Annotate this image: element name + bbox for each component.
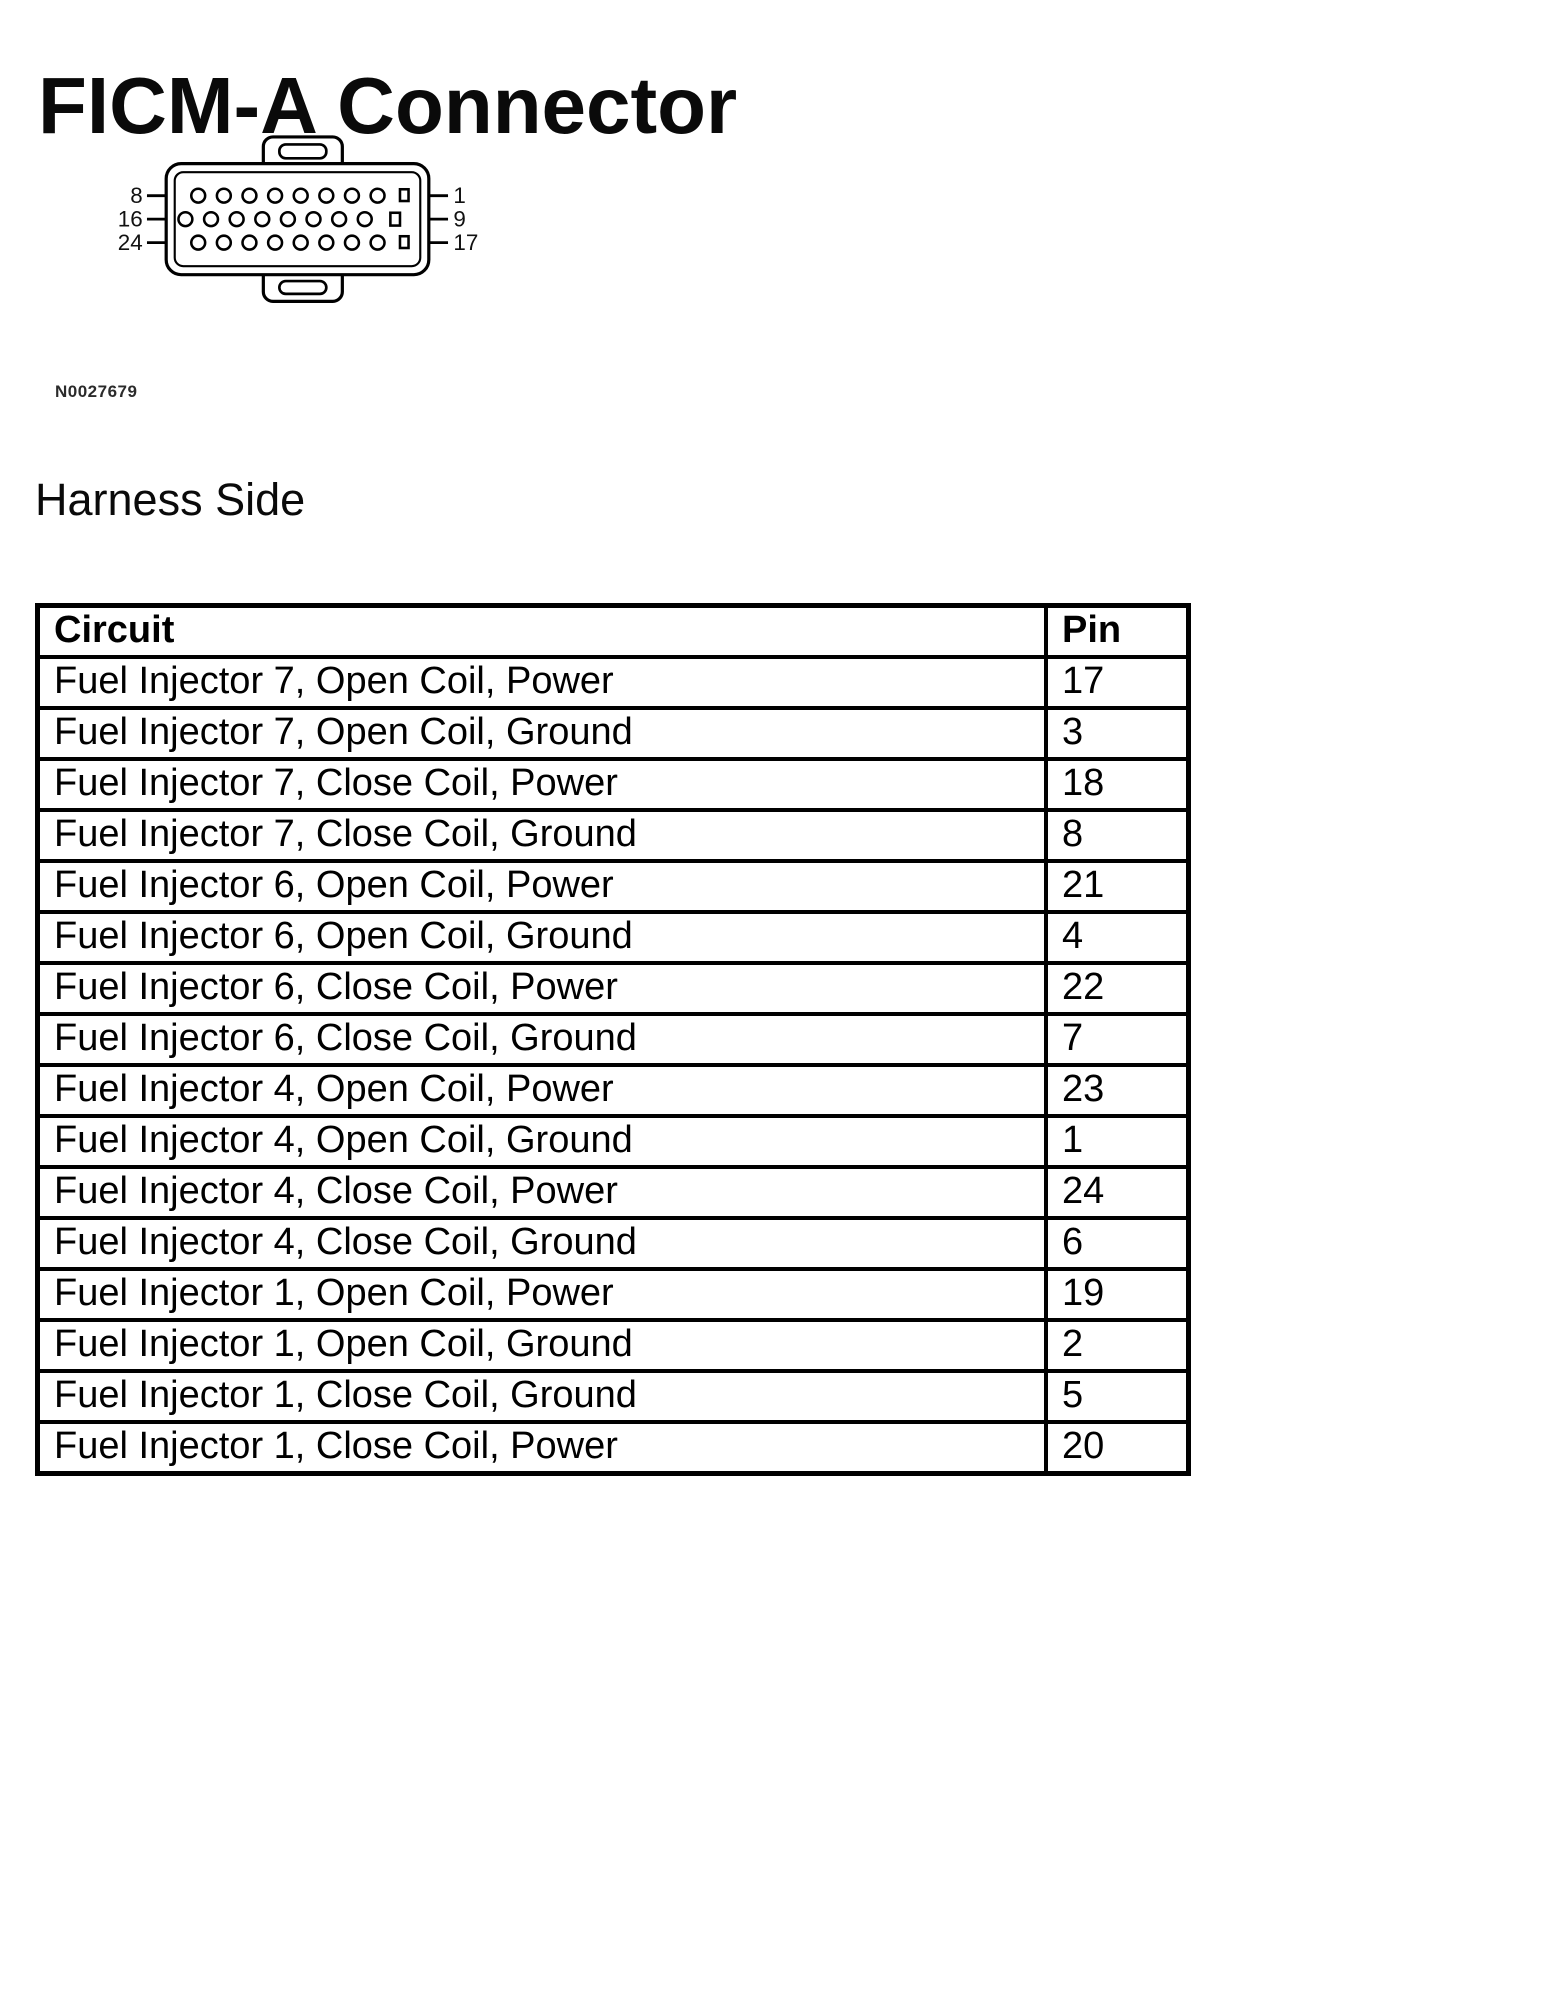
- table-row: Fuel Injector 6, Open Coil, Ground 4: [38, 912, 1188, 963]
- circuit-cell: Fuel Injector 1, Open Coil, Ground: [38, 1320, 1046, 1371]
- pin-cell: 1: [1046, 1116, 1188, 1167]
- pin-cell: 7: [1046, 1014, 1188, 1065]
- pin-label-9: 9: [453, 207, 465, 232]
- pin-cell: 22: [1046, 963, 1188, 1014]
- connector-drawing-svg: 8 16 24 1 9 17: [118, 135, 478, 303]
- table-header-row: Circuit Pin: [38, 606, 1188, 657]
- pin-label-16: 16: [118, 207, 143, 232]
- pin-cell: 5: [1046, 1371, 1188, 1422]
- circuit-cell: Fuel Injector 4, Close Coil, Power: [38, 1167, 1046, 1218]
- pin-column-header: Pin: [1046, 606, 1188, 657]
- table-row: Fuel Injector 7, Close Coil, Ground 8: [38, 810, 1188, 861]
- circuit-cell: Fuel Injector 1, Open Coil, Power: [38, 1269, 1046, 1320]
- table-row: Fuel Injector 7, Open Coil, Power 17: [38, 657, 1188, 708]
- pin-cell: 23: [1046, 1065, 1188, 1116]
- pin-label-17: 17: [453, 230, 478, 255]
- circuit-cell: Fuel Injector 7, Open Coil, Power: [38, 657, 1046, 708]
- table-row: Fuel Injector 7, Open Coil, Ground 3: [38, 708, 1188, 759]
- pin-cell: 17: [1046, 657, 1188, 708]
- circuit-cell: Fuel Injector 7, Open Coil, Ground: [38, 708, 1046, 759]
- table-row: Fuel Injector 1, Close Coil, Ground 5: [38, 1371, 1188, 1422]
- table-row: Fuel Injector 6, Open Coil, Power 21: [38, 861, 1188, 912]
- pin-cell: 24: [1046, 1167, 1188, 1218]
- circuit-cell: Fuel Injector 6, Close Coil, Ground: [38, 1014, 1046, 1065]
- table-row: Fuel Injector 1, Open Coil, Ground 2: [38, 1320, 1188, 1371]
- circuit-cell: Fuel Injector 4, Open Coil, Ground: [38, 1116, 1046, 1167]
- table-row: Fuel Injector 1, Close Coil, Power 20: [38, 1422, 1188, 1473]
- circuit-cell: Fuel Injector 1, Close Coil, Ground: [38, 1371, 1046, 1422]
- pin-cell: 6: [1046, 1218, 1188, 1269]
- circuit-cell: Fuel Injector 1, Close Coil, Power: [38, 1422, 1046, 1473]
- figure-id: N0027679: [55, 382, 138, 401]
- table-row: Fuel Injector 4, Close Coil, Ground 6: [38, 1218, 1188, 1269]
- pin-cell: 3: [1046, 708, 1188, 759]
- pin-assignment-table: Circuit Pin Fuel Injector 7, Open Coil, …: [35, 603, 1191, 1476]
- table-row: Fuel Injector 4, Open Coil, Ground 1: [38, 1116, 1188, 1167]
- circuit-cell: Fuel Injector 6, Open Coil, Power: [38, 861, 1046, 912]
- circuit-cell: Fuel Injector 4, Open Coil, Power: [38, 1065, 1046, 1116]
- page-title: FICM-A Connector: [38, 60, 738, 150]
- pin-label-1: 1: [453, 183, 465, 208]
- circuit-cell: Fuel Injector 7, Close Coil, Power: [38, 759, 1046, 810]
- table-row: Fuel Injector 6, Close Coil, Power 22: [38, 963, 1188, 1014]
- pin-cell: 8: [1046, 810, 1188, 861]
- circuit-cell: Fuel Injector 6, Close Coil, Power: [38, 963, 1046, 1014]
- table-row: Fuel Injector 4, Open Coil, Power 23: [38, 1065, 1188, 1116]
- circuit-cell: Fuel Injector 4, Close Coil, Ground: [38, 1218, 1046, 1269]
- pin-cell: 20: [1046, 1422, 1188, 1473]
- pin-grid: [177, 187, 410, 251]
- circuit-column-header: Circuit: [38, 606, 1046, 657]
- section-heading: Harness Side: [35, 474, 306, 525]
- pin-cell: 18: [1046, 759, 1188, 810]
- pin-cell: 21: [1046, 861, 1188, 912]
- pin-leader-lines: [146, 194, 449, 245]
- pin-cell: 4: [1046, 912, 1188, 963]
- circuit-cell: Fuel Injector 6, Open Coil, Ground: [38, 912, 1046, 963]
- table-row: Fuel Injector 4, Close Coil, Power 24: [38, 1167, 1188, 1218]
- pin-cell: 2: [1046, 1320, 1188, 1371]
- pin-label-24: 24: [118, 230, 143, 255]
- connector-diagram: 8 16 24 1 9 17: [100, 132, 495, 317]
- pin-cell: 19: [1046, 1269, 1188, 1320]
- table-row: Fuel Injector 7, Close Coil, Power 18: [38, 759, 1188, 810]
- table-row: Fuel Injector 6, Close Coil, Ground 7: [38, 1014, 1188, 1065]
- table-row: Fuel Injector 1, Open Coil, Power 19: [38, 1269, 1188, 1320]
- pin-label-8: 8: [130, 183, 142, 208]
- circuit-cell: Fuel Injector 7, Close Coil, Ground: [38, 810, 1046, 861]
